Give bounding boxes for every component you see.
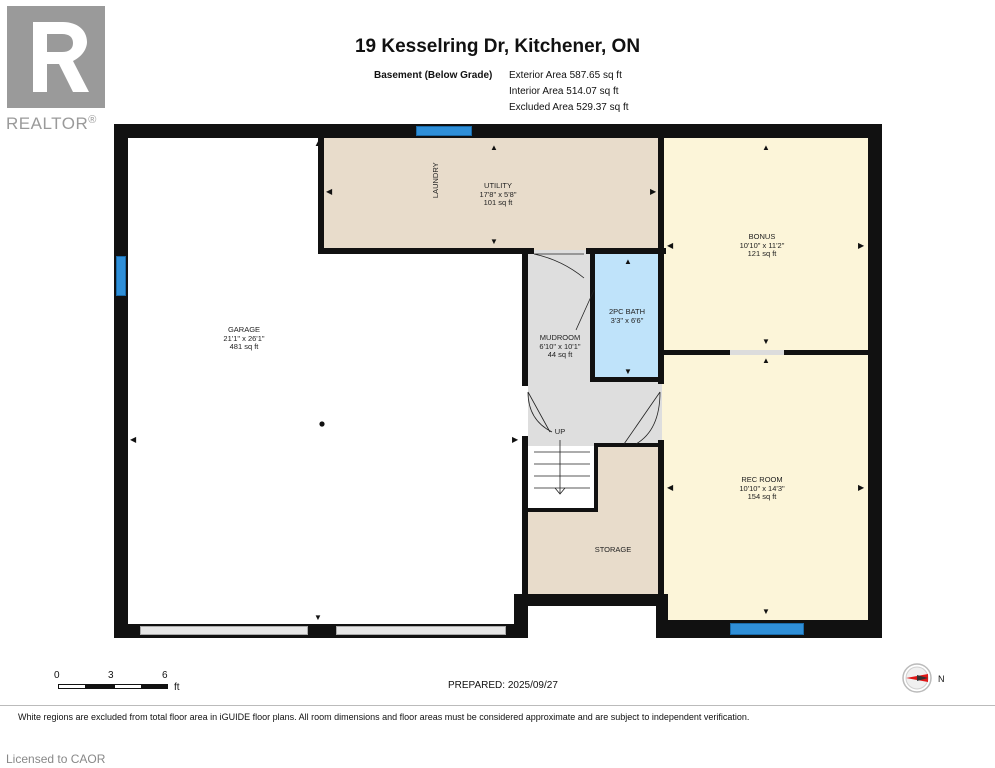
bonus-rec-door <box>730 350 784 355</box>
wall-utility-left <box>318 138 324 254</box>
storage-label: STORAGE <box>594 545 632 554</box>
realtor-wordmark: REALTOR <box>6 114 89 133</box>
rec-label: REC ROOM 10'10" x 14'3" 154 sq ft <box>739 475 785 501</box>
scale-tick-0: 0 <box>54 670 60 681</box>
wall-bath-bottom <box>590 377 662 382</box>
page-title: 19 Kesselring Dr, Kitchener, ON <box>354 36 641 57</box>
realtor-r-icon <box>7 6 105 108</box>
scale-unit: ft <box>174 682 180 693</box>
laundry-label: LAUNDRY <box>430 162 440 199</box>
wall-bonus-rec-a <box>662 350 730 355</box>
bonus-room <box>662 138 870 352</box>
interior-area: Interior Area 514.07 sq ft <box>509 86 619 97</box>
wall-stairs-right <box>594 443 598 510</box>
scale-tick-3: 3 <box>108 670 114 681</box>
realtor-logo: REALTOR® <box>6 6 116 134</box>
wall-storage-bottom <box>514 594 668 606</box>
floor-plan: ▲ ▼ ◀ ▶ ▲ ▼ ◀ ▶ ▲ ▼ ◀ ▶ ▲ ▼ ◀ ▶ ▲ ▼ UTIL… <box>114 124 882 638</box>
rec-room <box>662 352 870 620</box>
level-name: Basement (Below Grade) <box>374 70 493 81</box>
wall-garage-right <box>522 250 528 386</box>
wall-bonus-rec-b <box>784 350 870 355</box>
bath-label: 2PC BATH 3'3" x 6'6" <box>608 307 646 325</box>
wall-rec-left-low <box>656 594 668 638</box>
utility-label: UTILITY 17'8" x 5'8" 101 sq ft <box>479 181 517 207</box>
compass-icon <box>902 663 932 693</box>
wall-top <box>114 124 882 138</box>
compass: N <box>900 662 948 694</box>
license-text: Licensed to CAOR <box>6 752 106 766</box>
garage-door-right <box>336 626 506 635</box>
garage-door-left <box>140 626 308 635</box>
garage-label: GARAGE 21'1" x 26'1" 481 sq ft <box>223 325 265 351</box>
window-rec <box>730 623 804 635</box>
wall-right <box>868 124 882 638</box>
bath-room <box>594 254 660 380</box>
wall-center-low <box>658 440 664 600</box>
disclaimer: White regions are excluded from total fl… <box>18 712 750 722</box>
mudroom-label: MUDROOM 6'10" x 10'1" 44 sq ft <box>539 333 581 359</box>
wall-utility-bottom <box>318 248 534 254</box>
registered-mark: ® <box>88 114 97 126</box>
exterior-area: Exterior Area 587.65 sq ft <box>509 70 622 81</box>
stairs-up-label: UP <box>554 427 566 436</box>
utility-room <box>322 138 662 250</box>
window-garage <box>116 256 126 296</box>
prepared-date: PREPARED: 2025/09/27 <box>448 680 558 691</box>
window-utility <box>416 126 472 136</box>
excluded-area: Excluded Area 529.37 sq ft <box>509 102 629 113</box>
wall-left <box>114 124 128 638</box>
wall-stairs-bottom <box>528 508 598 512</box>
stair-area <box>528 446 594 510</box>
wall-center <box>658 138 664 384</box>
door-swings <box>319 253 661 495</box>
wall-garage-right-low <box>522 436 528 626</box>
scale-bar: 0 3 6 ft <box>54 670 194 696</box>
wall-bath-left <box>590 254 595 380</box>
wall-utility-bottom-r <box>586 248 666 254</box>
footer-divider <box>0 705 995 706</box>
bonus-label: BONUS 10'10" x 11'2" 121 sq ft <box>739 232 785 258</box>
scale-tick-6: 6 <box>162 670 168 681</box>
wall-storage-top <box>594 443 658 447</box>
compass-north-label: N <box>938 674 945 684</box>
